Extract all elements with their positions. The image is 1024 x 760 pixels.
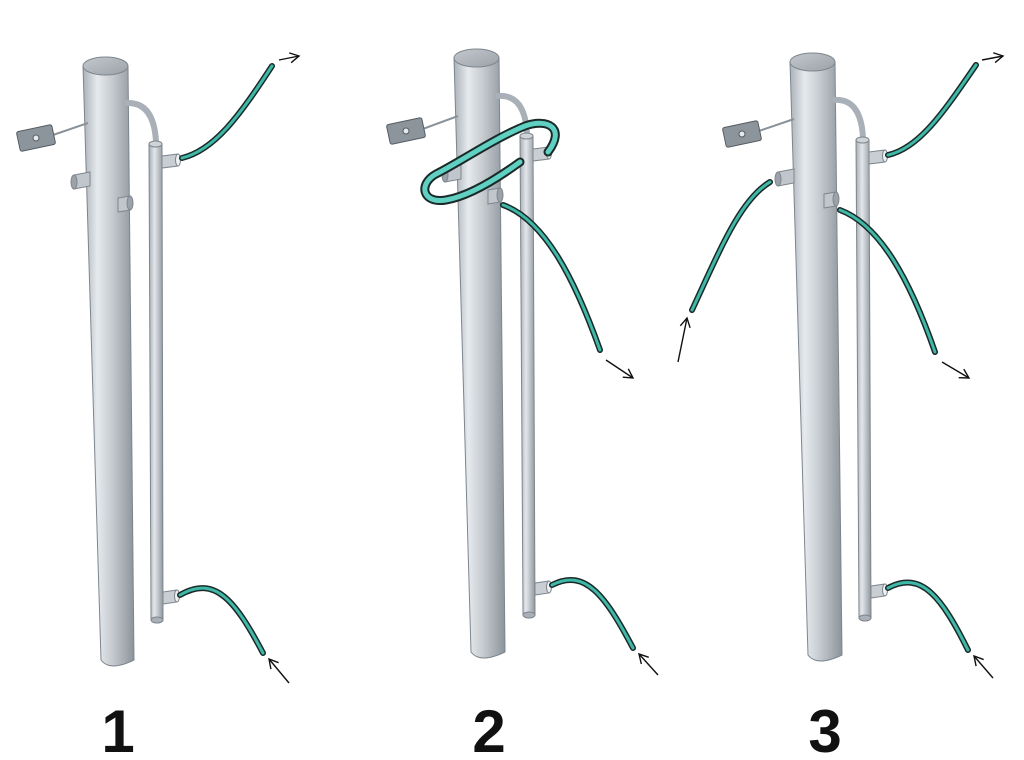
pole-lug	[117, 195, 134, 213]
direction-arrow	[981, 52, 1005, 64]
pole-lug	[70, 171, 91, 190]
pole-lug	[487, 187, 504, 205]
rod-lug-upper	[161, 153, 181, 169]
cable-upper	[885, 62, 979, 158]
direction-arrow	[941, 361, 971, 379]
step-label: 2	[472, 698, 505, 760]
pole-lug	[823, 191, 840, 209]
bent-arm	[124, 100, 159, 145]
identification-tag	[386, 115, 459, 145]
rod-lug-lower	[162, 589, 180, 605]
step-2-panel: 2	[386, 48, 659, 760]
rod-lug-lower	[534, 580, 552, 596]
direction-arrow	[605, 359, 635, 379]
identification-tag	[16, 122, 89, 152]
pole-lug	[774, 168, 795, 187]
cable-loop	[420, 118, 560, 205]
direction-arrow	[638, 652, 659, 676]
cable-lower	[177, 585, 266, 656]
vertical-rod	[855, 136, 872, 622]
cable-middle-right	[837, 207, 938, 355]
direction-arrow	[677, 316, 691, 363]
cable-lower	[885, 579, 971, 653]
vertical-rod	[148, 140, 164, 624]
step-1-panel: 1	[16, 52, 301, 760]
rod-lug-lower	[870, 583, 888, 599]
vertical-rod	[519, 132, 536, 619]
step-3-panel: 3	[677, 52, 1005, 760]
cable-upper	[179, 63, 275, 161]
cable-upper	[500, 202, 603, 353]
step-label: 1	[101, 698, 134, 760]
bent-arm	[831, 96, 866, 141]
main-pole	[453, 48, 506, 659]
cable-lower	[549, 577, 636, 651]
rod-lug-upper	[868, 149, 888, 165]
step-label: 3	[808, 698, 841, 760]
direction-arrow	[278, 52, 301, 64]
main-pole	[82, 56, 135, 667]
cable-middle-left	[689, 179, 773, 313]
main-pole	[789, 52, 843, 662]
direction-arrow	[268, 657, 290, 684]
identification-tag	[722, 118, 795, 148]
direction-arrow	[973, 654, 994, 679]
